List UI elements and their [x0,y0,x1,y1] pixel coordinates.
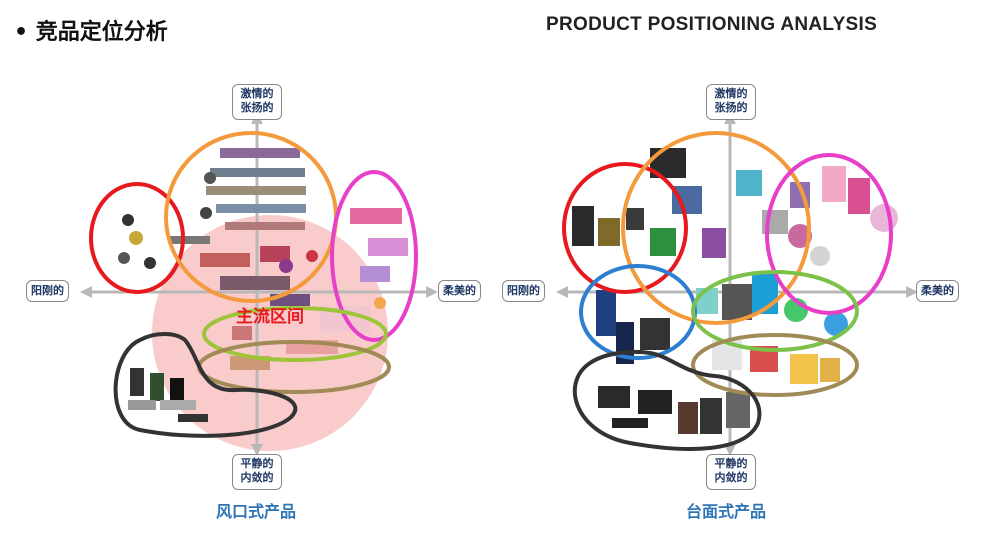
axis-label-masculine: 阳刚的 [26,280,69,302]
axis-label-top-line1: 激情的 [714,87,748,100]
axis-label-passionate: 激情的 张扬的 [232,84,282,120]
page-title-cn: • 竞品定位分析 [14,20,168,45]
axis-arrow-left [556,286,568,298]
axis-label-calm: 平静的 内敛的 [232,454,282,490]
product-thumbnails [118,148,408,422]
axis-label-calm: 平静的 内敛的 [706,454,756,490]
axis-label-top-line2: 张扬的 [714,101,748,114]
axis-arrow-down [251,444,263,456]
cluster-black [113,332,298,438]
cluster-red [562,162,688,294]
desk-product-diagram: 激情的 张扬的 平静的 内敛的 阳刚的 柔美的 [500,78,970,498]
axis-label-bottom-line1: 平静的 [714,457,748,470]
axis-arrow-left [80,286,92,298]
desk-product-map [556,112,918,456]
axis-label-top-line1: 激情的 [240,87,274,100]
cluster-red [89,182,185,294]
axis-label-feminine: 柔美的 [438,280,481,302]
cluster-black [572,349,762,451]
cluster-magenta [765,153,893,315]
axis-arrow-right [426,286,438,298]
caption-desk-products: 台面式产品 [686,502,767,521]
axis-arrow-right [906,286,918,298]
vent-product-map [80,112,438,456]
axis-label-feminine: 柔美的 [916,280,959,302]
caption-vent-products: 风口式产品 [216,502,297,521]
cluster-orange [621,131,811,325]
cluster-magenta [330,170,418,342]
axis-label-bottom-line2: 内敛的 [714,471,748,484]
cluster-green [202,306,388,362]
axis-label-bottom-line2: 内敛的 [240,471,274,484]
product-thumbnails [572,148,898,434]
cluster-olive [691,333,859,397]
cluster-green [691,270,859,352]
axis-label-passionate: 激情的 张扬的 [706,84,756,120]
axis-label-top-line2: 张扬的 [240,101,274,114]
vent-product-diagram: 激情的 张扬的 平静的 内敛的 阳刚的 柔美的 主流区间 [20,78,490,498]
mainstream-label: 主流区间 [236,307,304,327]
axis-label-masculine: 阳刚的 [502,280,545,302]
axis-label-bottom-line1: 平静的 [240,457,274,470]
page-title-en: PRODUCT POSITIONING ANALYSIS [546,14,878,35]
